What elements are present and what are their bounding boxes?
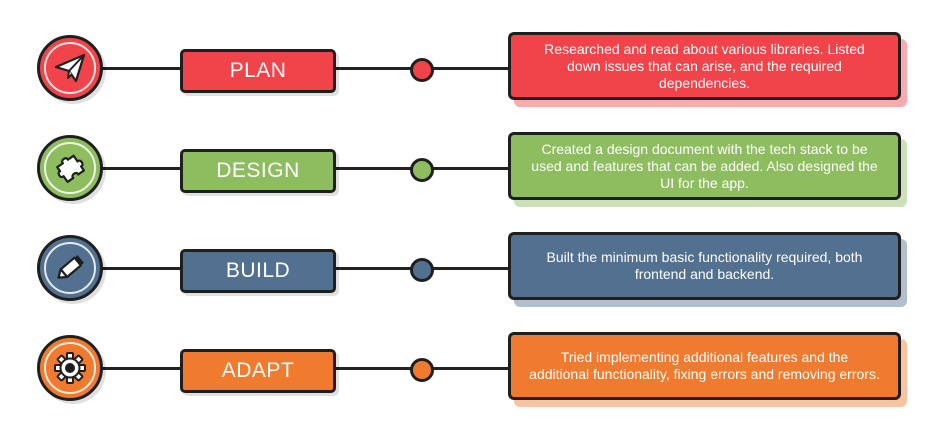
step-description: Researched and read about various librar… (508, 32, 901, 100)
paper-plane-icon (37, 35, 103, 101)
step-adapt: ADAPT Tried implementing additional feat… (0, 318, 929, 418)
step-description: Built the minimum basic functionality re… (508, 232, 901, 300)
puzzle-piece-icon (37, 135, 103, 201)
step-design: DESIGN Created a design document with th… (0, 118, 929, 218)
step-dot (410, 358, 434, 382)
step-label: DESIGN (180, 149, 336, 193)
step-description: Created a design document with the tech … (508, 132, 901, 200)
step-label: BUILD (180, 249, 336, 293)
step-dot (410, 158, 434, 182)
step-label: PLAN (180, 49, 336, 93)
gear-icon (37, 335, 103, 401)
step-dot (410, 58, 434, 82)
step-dot (410, 258, 434, 282)
pencil-icon (37, 235, 103, 301)
step-plan: PLAN Researched and read about various l… (0, 18, 929, 118)
step-description: Tried implementing additional features a… (508, 332, 901, 400)
step-label: ADAPT (180, 349, 336, 393)
step-build: BUILD Built the minimum basic functional… (0, 218, 929, 318)
